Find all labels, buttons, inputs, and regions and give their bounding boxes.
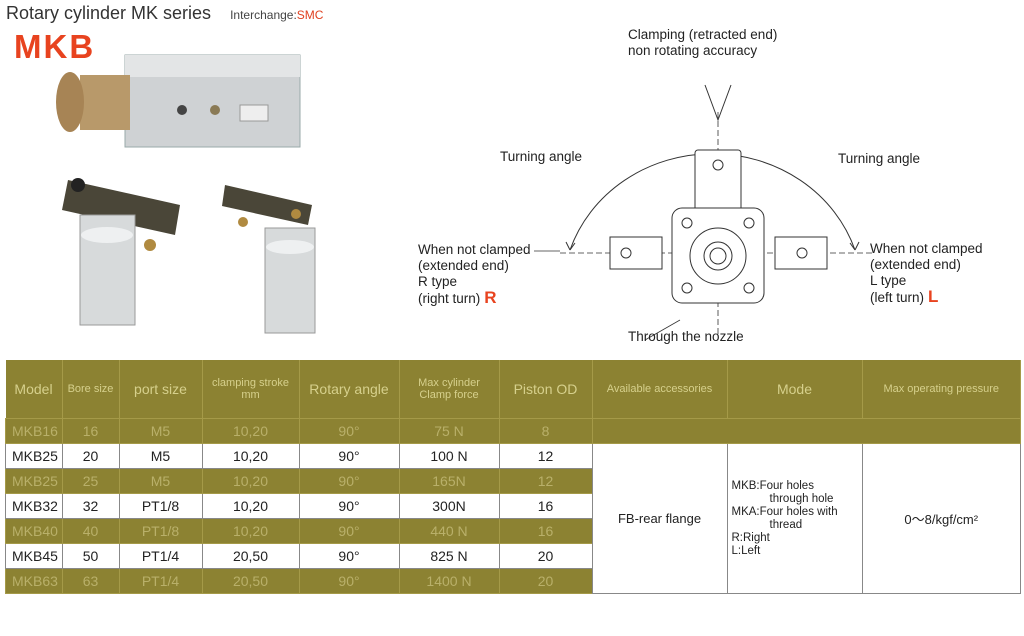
- cell-force: 1400 N: [398, 568, 500, 594]
- accessories-cell: FB-rear flange: [591, 443, 728, 594]
- cylinder-photo-left: [62, 178, 180, 326]
- turning-angle-left: Turning angle: [500, 149, 583, 164]
- spec-table: Model Bore size port size clamping strok…: [5, 360, 1021, 594]
- turning-angle-right: Turning angle: [838, 151, 921, 166]
- rotation-diagram: Clamping (retracted end) non rotating ac…: [410, 20, 1024, 355]
- cell-model: MKB63: [5, 568, 63, 594]
- product-photos: [56, 54, 316, 334]
- cell-piston: 16: [498, 518, 593, 544]
- l-type-mark: L: [928, 287, 939, 306]
- header-continuation: [591, 418, 1021, 444]
- col-port: port size: [119, 360, 203, 419]
- cell-piston: 20: [498, 543, 593, 569]
- col-force: Max cylinder Clamp force: [399, 360, 500, 419]
- col-mode: Mode: [727, 360, 863, 419]
- cell-port: M5: [118, 468, 203, 494]
- col-accessories: Available accessories: [592, 360, 728, 419]
- cell-stroke: 10,20: [201, 443, 300, 469]
- cell-model: MKB40: [5, 518, 63, 544]
- cell-model: MKB16: [5, 418, 63, 444]
- cell-model: MKB32: [5, 493, 63, 519]
- col-pressure: Max operating pressure: [862, 360, 1021, 419]
- mode-line: R:Right: [731, 531, 770, 544]
- col-piston: Piston OD: [499, 360, 593, 419]
- col-angle: Rotary angle: [299, 360, 400, 419]
- cell-piston: 12: [498, 443, 593, 469]
- cell-bore: 16: [61, 418, 120, 444]
- mode-line: MKB:Four holes: [731, 479, 814, 492]
- cell-angle: 90°: [298, 518, 400, 544]
- cell-force: 300N: [398, 493, 500, 519]
- cell-force: 100 N: [398, 443, 500, 469]
- cell-piston: 20: [498, 568, 593, 594]
- cell-port: PT1/4: [118, 543, 203, 569]
- col-stroke: clamping stroke mm: [202, 360, 300, 419]
- cell-angle: 90°: [298, 468, 400, 494]
- cell-force: 75 N: [398, 418, 500, 444]
- mode-line: L:Left: [731, 544, 761, 557]
- cell-model: MKB45: [5, 543, 63, 569]
- cell-angle: 90°: [298, 418, 400, 444]
- cell-angle: 90°: [298, 543, 400, 569]
- rotation-drawing: [534, 84, 875, 341]
- cell-port: M5: [118, 443, 203, 469]
- cell-force: 165N: [398, 468, 500, 494]
- cell-bore: 25: [61, 468, 120, 494]
- cell-port: M5: [118, 418, 203, 444]
- cell-force: 825 N: [398, 543, 500, 569]
- cell-bore: 40: [61, 518, 120, 544]
- cell-piston: 8: [498, 418, 593, 444]
- mode-line: through hole: [769, 492, 834, 505]
- cell-port: PT1/8: [118, 493, 203, 519]
- col-model: Model: [5, 360, 63, 419]
- cylinder-photo-right: [222, 185, 316, 334]
- cell-stroke: 10,20: [201, 418, 300, 444]
- cell-port: PT1/4: [118, 568, 203, 594]
- page-header: Rotary cylinder MK series Interchange:SM…: [6, 3, 323, 24]
- cell-force: 440 N: [398, 518, 500, 544]
- series-title: Rotary cylinder MK series: [6, 3, 212, 23]
- cell-angle: 90°: [298, 443, 400, 469]
- pressure-cell: 0～8/kgf/cm²: [861, 443, 1021, 594]
- cylinder-photo-top: [56, 54, 301, 148]
- mode-line: thread: [769, 518, 803, 531]
- cell-angle: 90°: [298, 493, 400, 519]
- cell-piston: 16: [498, 493, 593, 519]
- cell-bore: 32: [61, 493, 120, 519]
- cell-bore: 50: [61, 543, 120, 569]
- cell-stroke: 10,20: [201, 468, 300, 494]
- cell-bore: 63: [61, 568, 120, 594]
- clamping-label: Clamping (retracted end) non rotating ac…: [628, 27, 778, 58]
- interchange-brand: SMC: [296, 8, 324, 22]
- r-type-mark: R: [484, 288, 497, 307]
- cell-stroke: 20,50: [201, 568, 300, 594]
- cell-port: PT1/8: [118, 518, 203, 544]
- r-type-label: When not clamped (extended end) R type (…: [418, 242, 531, 307]
- cell-model: MKB25: [5, 443, 63, 469]
- cell-model: MKB25: [5, 468, 63, 494]
- col-bore: Bore size: [62, 360, 120, 419]
- cell-bore: 20: [61, 443, 120, 469]
- mode-line: MKA:Four holes with: [731, 505, 838, 518]
- cell-piston: 12: [498, 468, 593, 494]
- table-header-row: Model Bore size port size clamping strok…: [5, 360, 1021, 419]
- nozzle-label: Through the nozzle: [628, 329, 744, 344]
- cell-stroke: 20,50: [201, 543, 300, 569]
- model-code: MKB: [14, 28, 96, 65]
- cell-stroke: 10,20: [201, 493, 300, 519]
- l-type-label: When not clamped (extended end) L type (…: [870, 241, 983, 306]
- interchange-note: Interchange:SMC: [230, 8, 324, 22]
- cell-stroke: 10,20: [201, 518, 300, 544]
- cell-angle: 90°: [298, 568, 400, 594]
